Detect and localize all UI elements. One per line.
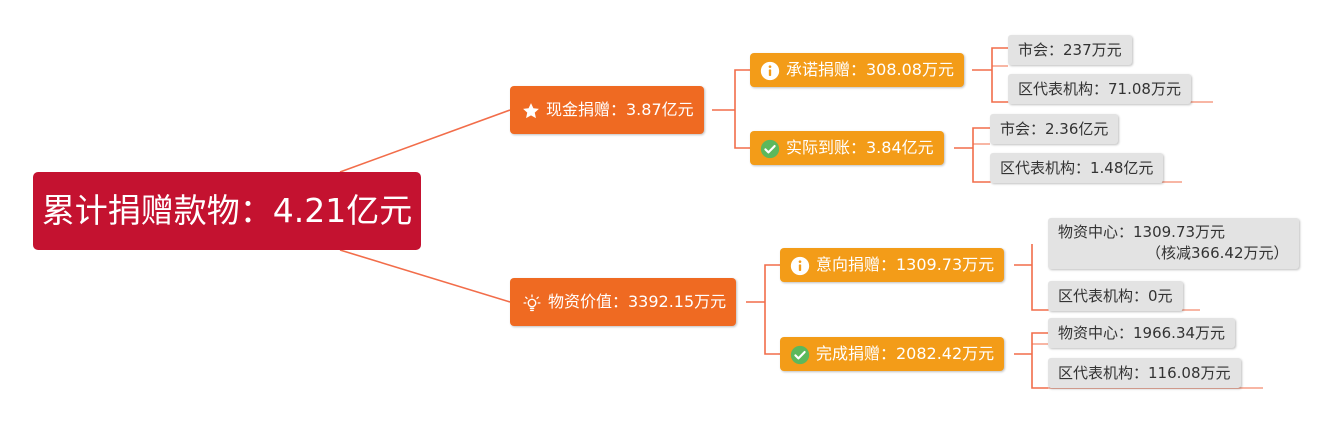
check-icon xyxy=(790,345,810,365)
connector-pledged-leaves xyxy=(972,47,1008,103)
cash-donation-node[interactable]: 现金捐赠：3.87亿元 xyxy=(510,86,704,134)
check-icon xyxy=(760,139,780,159)
leaf-completed-district[interactable]: 区代表机构：116.08万元 xyxy=(1048,358,1241,388)
leaf-received-district[interactable]: 区代表机构：1.48亿元 xyxy=(990,153,1164,183)
leaf-pledged-city[interactable]: 市会：237万元 xyxy=(1008,35,1132,65)
connector-received-leaves xyxy=(954,127,990,183)
leaf-intended-material-center[interactable]: 物资中心：1309.73万元 （核减366.42万元） xyxy=(1048,218,1299,269)
goods-value-node[interactable]: 物资价值：3392.15万元 xyxy=(510,278,737,326)
completed-donation-label: 完成捐赠：2082.42万元 xyxy=(816,344,995,363)
leaf-label: 市会：2.36亿元 xyxy=(1000,120,1109,138)
intended-donation-node[interactable]: 意向捐赠：1309.73万元 xyxy=(780,248,1005,282)
leaf-completed-material-center[interactable]: 物资中心：1966.34万元 xyxy=(1048,318,1236,348)
leaf-label: 区代表机构：1.48亿元 xyxy=(1000,159,1154,177)
info-icon xyxy=(790,256,810,276)
info-icon xyxy=(760,61,780,81)
connector-cash-children xyxy=(712,69,750,149)
goods-value-label: 物资价值：3392.15万元 xyxy=(548,292,727,311)
cash-donation-label: 现金捐赠：3.87亿元 xyxy=(546,100,694,119)
leaf-label: 市会：237万元 xyxy=(1018,41,1122,59)
root-node[interactable]: 累计捐赠款物：4.21亿元 xyxy=(33,172,421,250)
lightbulb-icon xyxy=(522,293,542,313)
intended-donation-label: 意向捐赠：1309.73万元 xyxy=(816,255,995,274)
leaf-label: 区代表机构：71.08万元 xyxy=(1018,80,1181,98)
connector-intended-leaves xyxy=(1014,244,1048,311)
star-icon xyxy=(522,102,540,120)
completed-donation-node[interactable]: 完成捐赠：2082.42万元 xyxy=(780,337,1005,371)
connector-goods-children xyxy=(746,264,780,355)
leaf-pledged-district[interactable]: 区代表机构：71.08万元 xyxy=(1008,74,1191,104)
pledged-donation-label: 承诺捐赠：308.08万元 xyxy=(786,60,954,79)
leaf-label: 物资中心：1966.34万元 xyxy=(1058,324,1226,342)
leaf-received-city[interactable]: 市会：2.36亿元 xyxy=(990,114,1119,144)
pledged-donation-node[interactable]: 承诺捐赠：308.08万元 xyxy=(750,53,964,87)
leaf-label-line2: （核减366.42万元） xyxy=(1146,244,1289,262)
leaf-label-line1: 物资中心：1309.73万元 xyxy=(1058,223,1226,241)
leaf-intended-district[interactable]: 区代表机构：0元 xyxy=(1048,281,1183,311)
connector-root-cash xyxy=(339,109,511,173)
connector-completed-leaves xyxy=(1014,332,1048,389)
received-donation-label: 实际到账：3.84亿元 xyxy=(786,138,934,157)
received-donation-node[interactable]: 实际到账：3.84亿元 xyxy=(750,131,944,165)
leaf-label: 区代表机构：116.08万元 xyxy=(1058,364,1231,382)
root-label: 累计捐赠款物：4.21亿元 xyxy=(41,191,413,230)
connector-root-goods xyxy=(339,249,511,303)
leaf-label: 区代表机构：0元 xyxy=(1058,287,1173,305)
